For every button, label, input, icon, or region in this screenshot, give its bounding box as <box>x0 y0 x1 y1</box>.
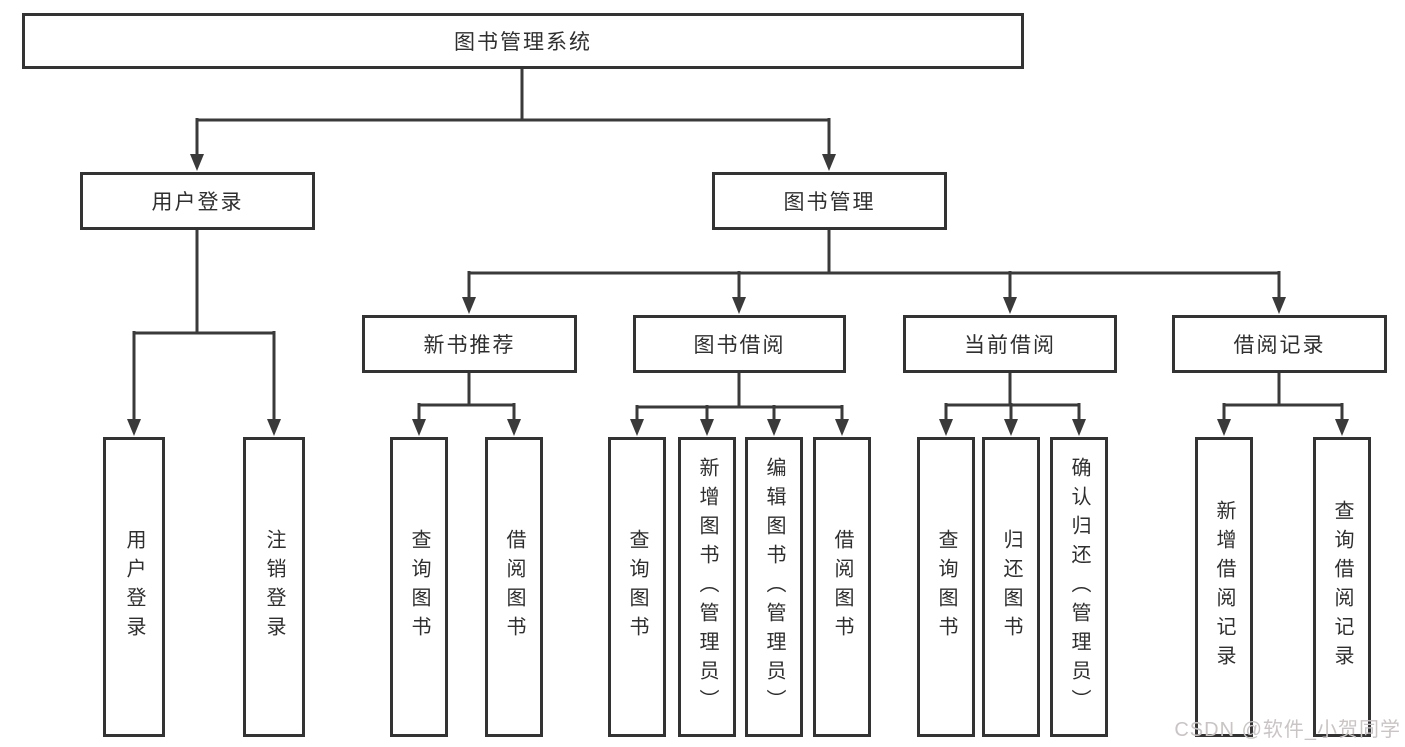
leaf-query-current-label: 查询图书 <box>935 529 957 645</box>
node-user-login-label: 用户登录 <box>151 191 244 214</box>
leaf-add-borrow-record: 新增借阅记录 <box>1195 437 1253 737</box>
node-book-borrow: 图书借阅 <box>633 315 846 373</box>
leaf-confirm-return-admin-label: 确认归还（管理员） <box>1068 456 1090 718</box>
leaf-edit-book-admin: 编辑图书（管理员） <box>745 437 803 737</box>
node-new-book-recommend-label: 新书推荐 <box>423 334 516 357</box>
leaf-add-book-admin: 新增图书（管理员） <box>678 437 736 737</box>
leaf-query-book: 查询图书 <box>608 437 666 737</box>
leaf-query-book-label: 查询图书 <box>626 529 648 645</box>
leaf-query-book-recommend: 查询图书 <box>390 437 448 737</box>
leaf-user-login-label: 用户登录 <box>123 529 145 645</box>
leaf-edit-book-admin-label: 编辑图书（管理员） <box>763 456 785 718</box>
node-current-borrow-label: 当前借阅 <box>964 334 1056 357</box>
node-book-management: 图书管理 <box>712 172 947 230</box>
node-current-borrow: 当前借阅 <box>903 315 1117 373</box>
leaf-logout: 注销登录 <box>243 437 305 737</box>
node-user-login: 用户登录 <box>80 172 315 230</box>
node-borrow-record: 借阅记录 <box>1172 315 1387 373</box>
leaf-user-login: 用户登录 <box>103 437 165 737</box>
leaf-query-current: 查询图书 <box>917 437 975 737</box>
leaf-borrow-book-label: 借阅图书 <box>831 529 853 645</box>
leaf-query-borrow-record: 查询借阅记录 <box>1313 437 1371 737</box>
leaf-borrow-book: 借阅图书 <box>813 437 871 737</box>
leaf-confirm-return-admin: 确认归还（管理员） <box>1050 437 1108 737</box>
arrowheads <box>127 154 1349 436</box>
leaf-borrow-book-recommend: 借阅图书 <box>485 437 543 737</box>
leaf-logout-label: 注销登录 <box>263 529 285 645</box>
csdn-watermark: CSDN @软件_小贺同学 <box>1174 719 1401 741</box>
node-new-book-recommend: 新书推荐 <box>362 315 577 373</box>
node-book-management-label: 图书管理 <box>783 191 876 214</box>
leaf-return-book: 归还图书 <box>982 437 1040 737</box>
leaf-return-book-label: 归还图书 <box>1000 529 1022 645</box>
node-root-label: 图书管理系统 <box>454 31 592 54</box>
leaf-borrow-book-recommend-label: 借阅图书 <box>503 529 525 645</box>
node-borrow-record-label: 借阅记录 <box>1233 334 1326 357</box>
leaf-add-book-admin-label: 新增图书（管理员） <box>696 456 718 718</box>
node-root: 图书管理系统 <box>22 13 1024 69</box>
leaf-query-borrow-record-label: 查询借阅记录 <box>1331 500 1353 674</box>
leaf-add-borrow-record-label: 新增借阅记录 <box>1213 500 1235 674</box>
leaf-query-book-recommend-label: 查询图书 <box>408 529 430 645</box>
node-book-borrow-label: 图书借阅 <box>693 334 786 357</box>
